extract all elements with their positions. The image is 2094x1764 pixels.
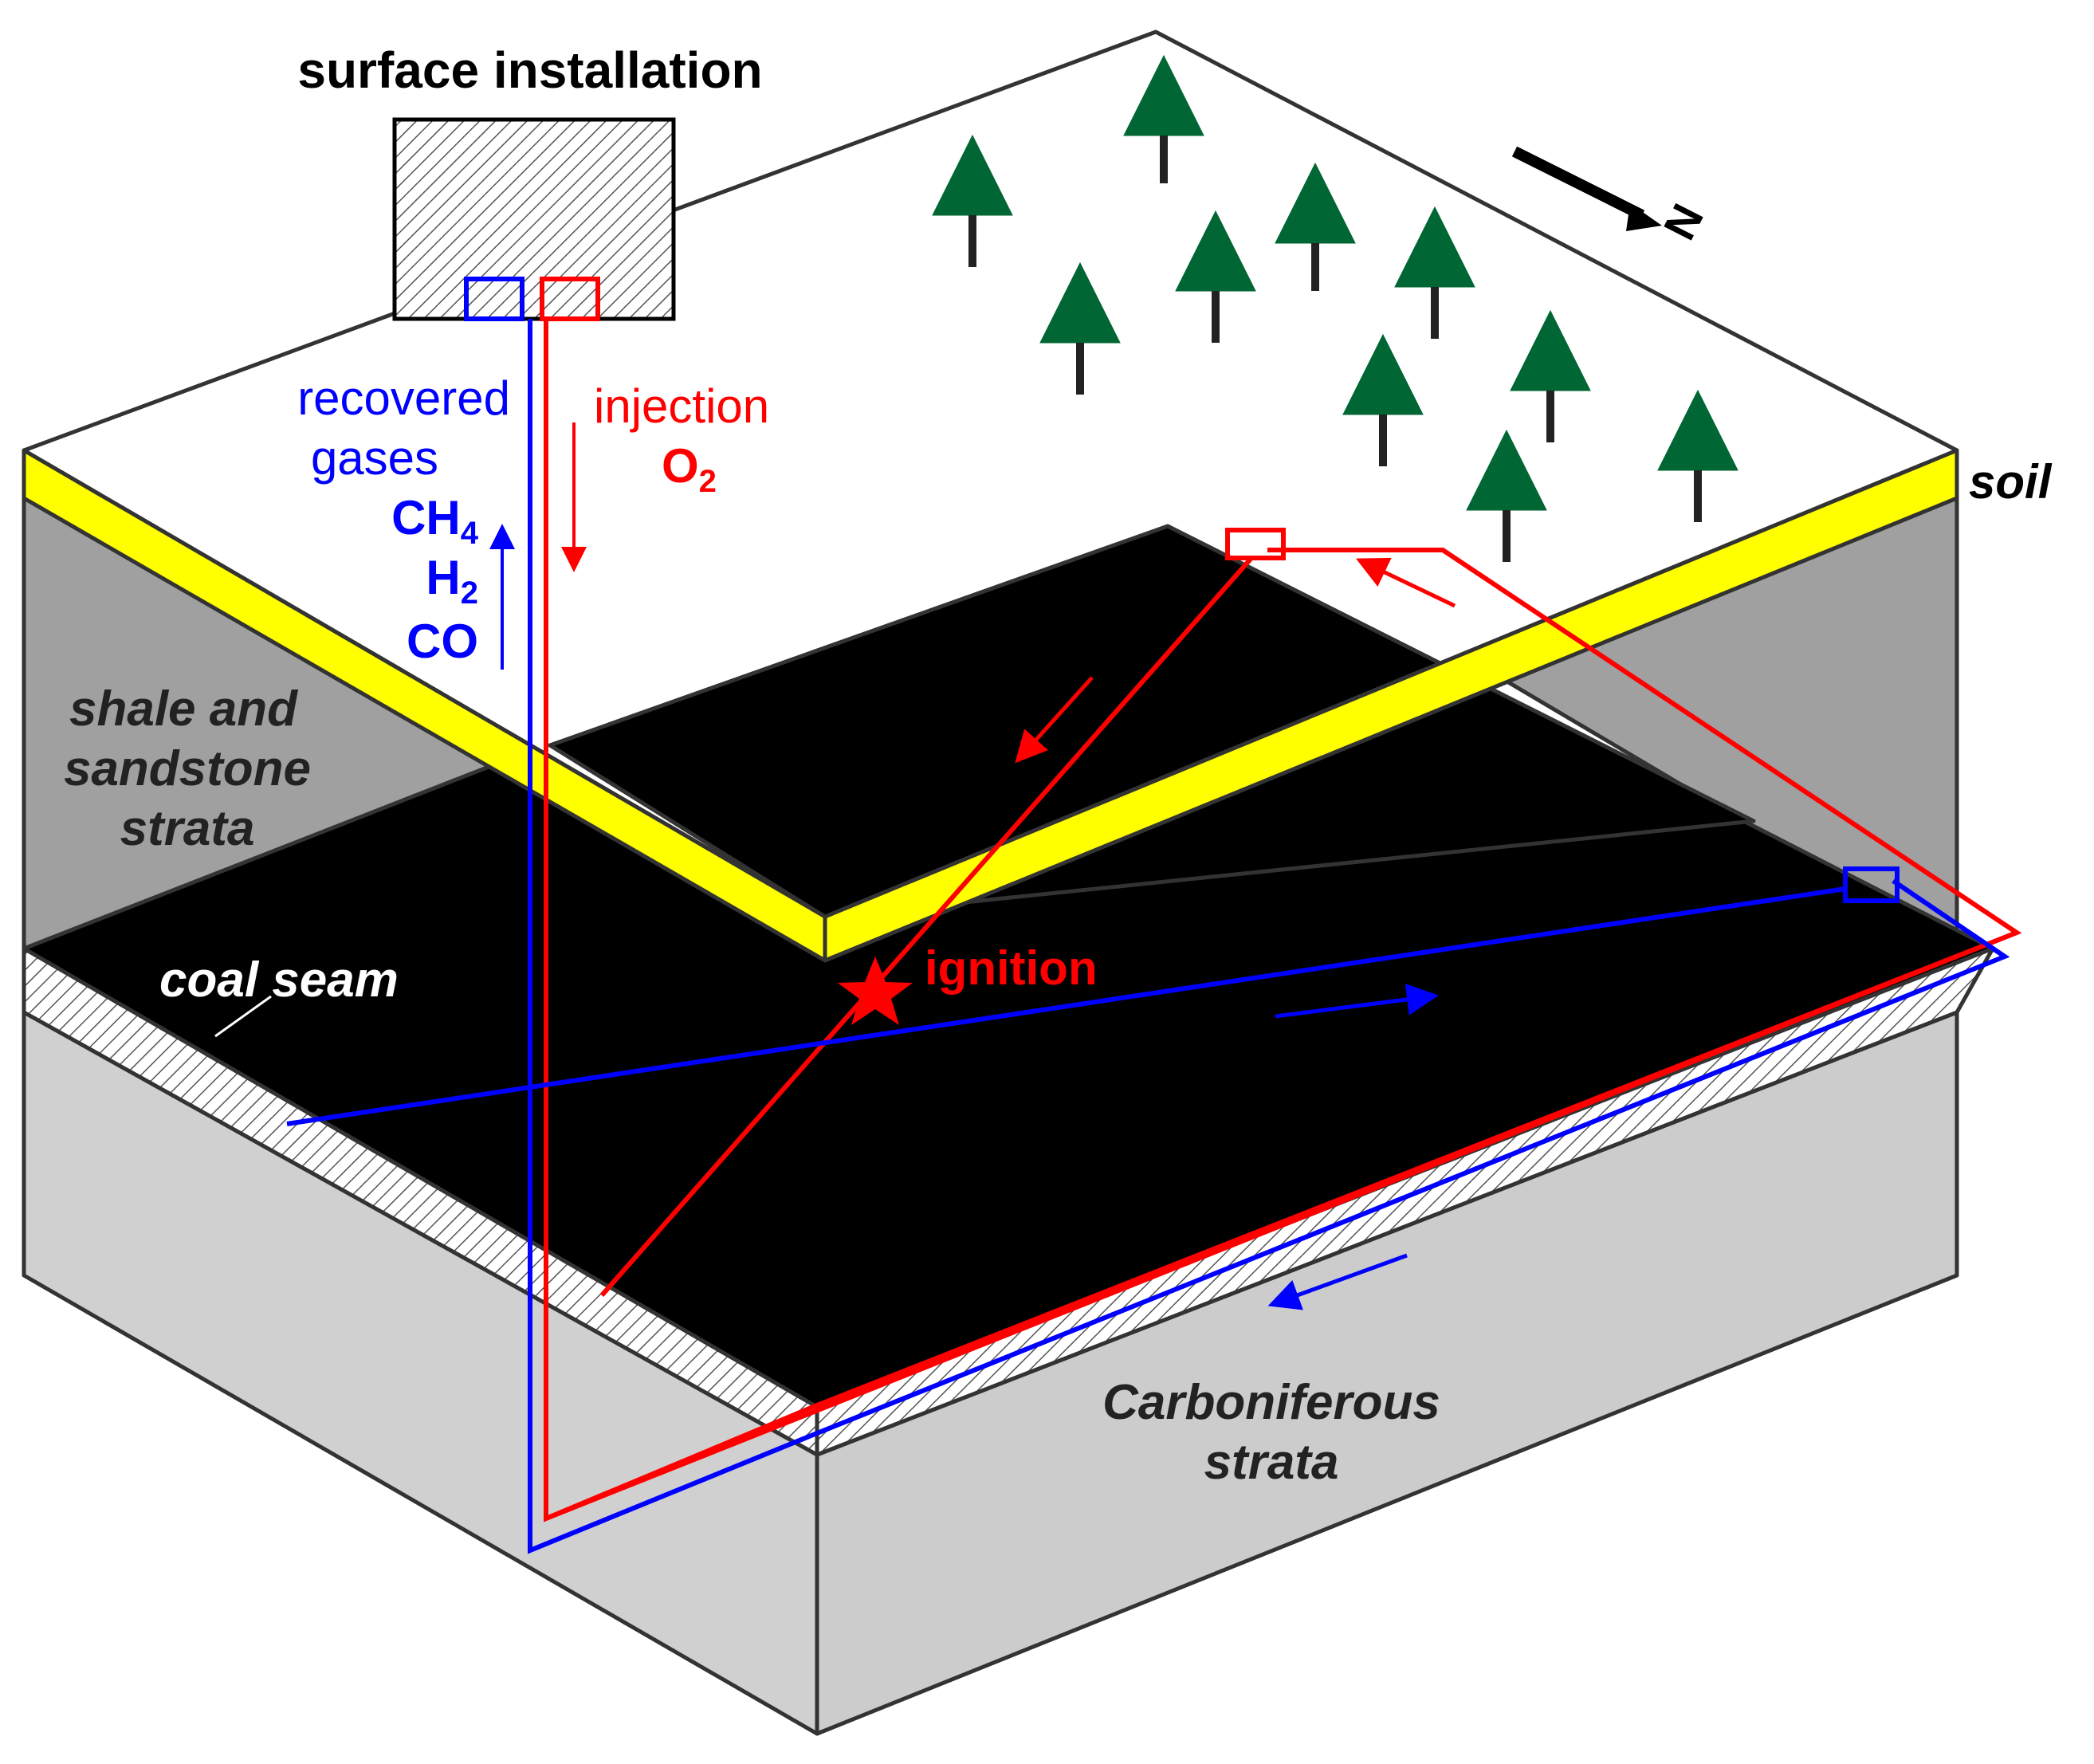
shale-label-line3: strata [120,801,255,856]
recovery-wellhead [464,277,524,321]
injection-wellhead [540,277,600,321]
injection-return [544,930,2018,1521]
tree-icon [1123,54,1204,183]
north-label: N [1654,196,1713,248]
tree-icon [1175,210,1256,343]
gas-h-sub: 2 [461,576,478,611]
tree-icon [1275,162,1356,291]
tree-icon [1510,309,1591,442]
recovery-channel-arrow [1275,983,1439,1019]
oxygen-sub: 2 [699,464,717,499]
recovered-gases-label-line1: recovered [297,371,510,425]
injection-label: injection [594,379,769,433]
soil-label: soil [1969,455,2053,509]
tree-icon [1466,429,1547,562]
surface-installation-box [392,117,676,321]
shale-label-line1: shale and [69,682,298,737]
gas-ch: CH [391,491,461,544]
block [22,29,1995,1736]
soil-layer-right [823,448,1959,963]
gas-ch-sub: 4 [461,516,479,551]
injection-surface-arrow [1355,557,1456,608]
tree-icon [1342,333,1424,466]
injection-channel-arrow [1015,676,1094,764]
gas-h2-label: H2 [426,551,478,611]
gas-co-label: CO [407,615,478,668]
recovered-gases-label-line2: gases [311,431,438,485]
gas-ch4-label: CH4 [391,491,479,551]
oxygen-o: O [662,439,699,493]
injection-inseam-head [1225,528,1286,560]
injection-vertical-well [544,319,2022,1522]
coal-seam-left-hatch [22,946,819,1457]
surface-installation-label: surface installation [297,41,762,99]
recovery-channel [286,886,1846,1126]
injection-well [544,319,2022,1522]
shale-label-line2: sandstone [64,741,311,796]
ignition-star-icon [838,957,913,1025]
ignition-label: ignition [925,941,1098,995]
coal-seam-pointer [214,995,272,1038]
recovery-return-arrow [1267,1253,1408,1310]
coal-seam-exposed [548,524,1756,919]
injection-channel [599,556,1254,1297]
tree-icon [1039,261,1121,395]
carboniferous-label-line1: Carboniferous [1102,1375,1440,1430]
tree-icon [932,134,1013,267]
trees [932,54,1738,562]
north-arrow-icon [1511,146,1662,231]
tree-icon [1394,206,1475,339]
recovery-well [286,319,2010,1554]
gas-h: H [426,551,460,604]
carboniferous-label-line2: strata [1204,1435,1339,1490]
recovery-vertical-well [528,319,2010,1554]
oxygen-label: O2 [662,439,717,499]
coal-seam-label: coal seam [159,953,399,1008]
tree-icon [1657,389,1738,522]
recovery-inseam-head [1843,866,1900,903]
